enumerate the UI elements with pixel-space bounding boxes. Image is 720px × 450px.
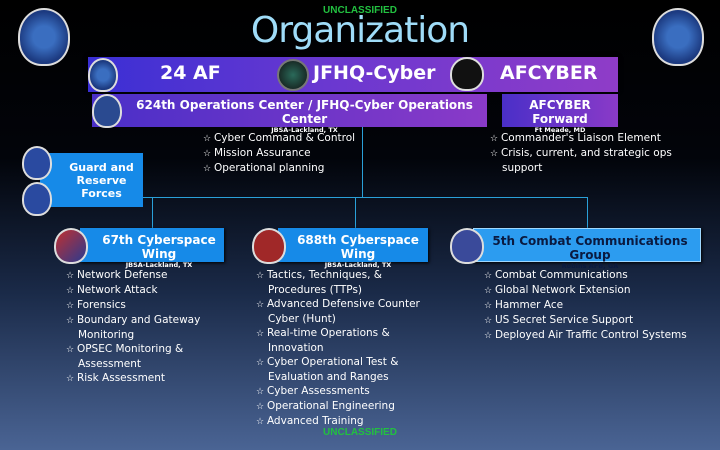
list-item: Advanced Training (256, 414, 436, 429)
5th-ccg-emblem-icon (450, 228, 484, 264)
list-item: US Secret Service Support (484, 313, 714, 328)
list-item: Operational planning (203, 161, 355, 176)
5th-ccg-bullets: Combat Communications Global Network Ext… (484, 268, 714, 343)
ops-center-title: 624th Operations Center / JFHQ-Cyber Ope… (136, 98, 473, 126)
ops-center-bullets: Cyber Command & Control Mission Assuranc… (203, 131, 355, 176)
list-item: Operational Engineering (256, 399, 436, 414)
list-item: Tactics, Techniques, & Procedures (TTPs) (256, 268, 436, 297)
guard-emblem-icon (22, 146, 52, 180)
list-item: Risk Assessment (66, 371, 226, 386)
list-item: Network Defense (66, 268, 226, 283)
top-command-bar: 24 AF JFHQ-Cyber AFCYBER (88, 57, 618, 92)
forward-title: AFCYBER Forward (529, 98, 591, 126)
wing-title: 5th Combat Communications Group (492, 234, 688, 262)
wing-location: JBSA-Lackland, TX (125, 261, 193, 269)
list-item: Global Network Extension (484, 283, 714, 298)
connector-line (152, 197, 153, 228)
wing-location: JBSA-Lackland, TX (324, 261, 392, 269)
list-item: Hammer Ace (484, 298, 714, 313)
jfhq-cyber-emblem-icon (277, 59, 309, 91)
guard-reserve-box: Guard and Reserve Forces (40, 153, 143, 207)
forward-bullets: Commander's Liaison Element Crisis, curr… (490, 131, 690, 175)
afcyber-seal-icon (652, 8, 704, 66)
list-item: Deployed Air Traffic Control Systems (484, 328, 714, 343)
connector-line (362, 127, 363, 197)
connector-line (143, 197, 588, 198)
classification-bottom: UNCLASSIFIED (323, 427, 397, 438)
unit-afcyber: AFCYBER (500, 62, 598, 84)
624th-emblem-icon (92, 94, 122, 128)
classification-top: UNCLASSIFIED (323, 5, 397, 16)
list-item: Combat Communications (484, 268, 714, 283)
afcyber-forward-box: AFCYBER Forward Ft Meade, MD (502, 94, 618, 134)
list-item: Mission Assurance (203, 146, 355, 161)
wing-title: 67th Cyberspace Wing (102, 233, 216, 261)
reserve-emblem-icon (22, 182, 52, 216)
list-item: Advanced Defensive Counter Cyber (Hunt) (256, 297, 436, 326)
list-item: Cyber Assessments (256, 384, 436, 399)
67th-emblem-icon (54, 228, 88, 264)
list-item: Network Attack (66, 283, 226, 298)
688th-emblem-icon (252, 228, 286, 264)
connector-line (587, 197, 588, 228)
list-item: OPSEC Monitoring & Assessment (66, 342, 226, 371)
24af-seal-icon (18, 8, 70, 66)
wing-688th-bullets: Tactics, Techniques, & Procedures (TTPs)… (256, 268, 436, 429)
list-item: Forensics (66, 298, 226, 313)
unit-jfhq-cyber: JFHQ-Cyber (313, 62, 436, 84)
list-item: Cyber Command & Control (203, 131, 355, 146)
connector-line (355, 197, 356, 228)
afcyber-emblem-icon (450, 57, 484, 91)
24af-emblem-icon (88, 58, 118, 92)
ops-center-location: JBSA-Lackland, TX (271, 126, 338, 134)
list-item: Cyber Operational Test & Evaluation and … (256, 355, 436, 384)
wing-67th-bullets: Network Defense Network Attack Forensics… (66, 268, 226, 386)
wing-67th-box: 67th Cyberspace Wing JBSA-Lackland, TX (80, 228, 224, 269)
wing-688th-box: 688th Cyberspace Wing JBSA-Lackland, TX (278, 228, 428, 269)
wing-title: 688th Cyberspace Wing (297, 233, 419, 261)
page-title: Organization (250, 10, 470, 51)
list-item: Real-time Operations & Innovation (256, 326, 436, 355)
wing-location: Robins AFB, GA (561, 262, 619, 270)
forward-location: Ft Meade, MD (534, 126, 586, 134)
list-item: Crisis, current, and strategic ops suppo… (490, 146, 690, 175)
list-item: Boundary and Gateway Monitoring (66, 313, 226, 342)
ops-center-box: 624th Operations Center / JFHQ-Cyber Ope… (92, 94, 487, 134)
unit-24af: 24 AF (160, 62, 221, 84)
5th-ccg-box: 5th Combat Communications Group Robins A… (473, 228, 701, 270)
list-item: Commander's Liaison Element (490, 131, 690, 146)
